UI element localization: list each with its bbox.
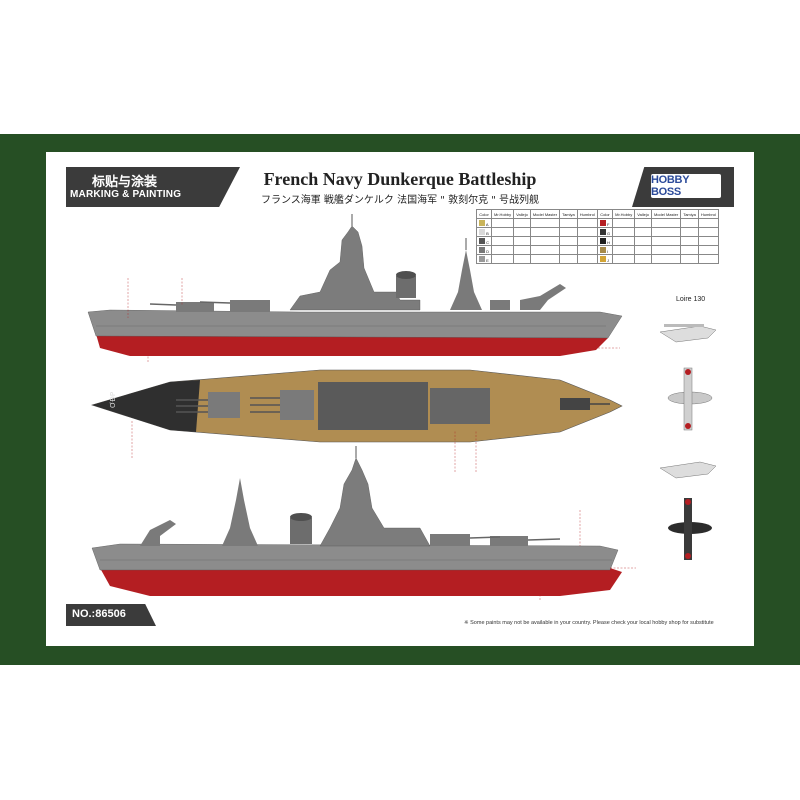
paint-value-cell: [697, 254, 719, 264]
paint-code: A: [485, 221, 489, 227]
paint-notice: ※ Some paints may not be available in yo…: [464, 620, 714, 626]
paint-row: B G: [476, 227, 719, 237]
section-title-en: MARKING & PAINTING: [70, 189, 182, 200]
paint-swatch: [479, 237, 485, 244]
turret-1-top: [176, 302, 214, 312]
model-number-banner: [66, 604, 156, 626]
paint-color-cell: J: [596, 254, 614, 264]
hull-red-bottom: [100, 568, 622, 596]
svg-text:ƠĐP: ƠĐP: [109, 392, 117, 408]
paint-code: B: [485, 230, 489, 236]
paint-code: I: [605, 248, 609, 254]
paint-code: G: [605, 230, 611, 236]
side-view-bottom: [91, 446, 622, 596]
hull-red-top: [96, 334, 608, 356]
aircraft-label: Loire 130: [676, 296, 706, 303]
side-view-top: [87, 214, 623, 356]
aircraft-side-2: [659, 461, 717, 479]
paint-value-cell: [612, 254, 636, 264]
paint-swatch: [599, 255, 606, 262]
paint-swatch: [599, 237, 606, 244]
paint-swatch: [599, 246, 606, 253]
funnel-bottom: [290, 518, 312, 544]
paint-row: E J: [476, 254, 719, 264]
paint-value-cell: [490, 254, 515, 264]
section-banner: [66, 167, 240, 207]
paint-table: Color Mr.Hobby Vallejo Model Master Tami…: [476, 209, 719, 264]
hull-grey-bottom: [91, 543, 619, 571]
paint-code: H: [605, 239, 610, 245]
paint-value-cell: [529, 254, 561, 264]
callout-lines: [127, 278, 636, 600]
paint-code: C: [485, 239, 489, 245]
funnel-top: [396, 276, 416, 298]
catapult-bottom: [140, 520, 176, 546]
paint-swatch: [479, 219, 485, 226]
catapult-top: [520, 284, 566, 310]
deck-bow: [92, 380, 200, 432]
paint-code: D: [485, 248, 489, 254]
plan-view: ƠĐP: [90, 369, 623, 443]
mast-bottom: [222, 478, 258, 546]
paint-code: F: [605, 221, 610, 227]
paint-swatch: [599, 228, 606, 235]
section-title-cn: 标贴与涂装: [92, 175, 158, 190]
turret-1-plan: [208, 392, 240, 418]
turret-1-bottom: [490, 536, 528, 546]
aft-mast-top: [450, 250, 482, 310]
paint-row: C H: [476, 236, 719, 246]
subtitle: フランス海軍 戦艦ダンケルク 法国海军 " 敦刻尔克 " 号战列舰: [260, 195, 540, 206]
superstructure-plan: [318, 382, 428, 430]
turret-2-bottom: [430, 534, 470, 546]
paint-swatch: [599, 219, 606, 226]
paint-value-cell: [650, 254, 682, 264]
aircraft-side-1: [659, 325, 717, 343]
main-title: French Navy Dunkerque Battleship: [263, 169, 537, 189]
catapult-plan: [560, 398, 590, 410]
paint-code: J: [605, 257, 609, 263]
paint-code: E: [485, 257, 489, 263]
turret-2-plan: [280, 390, 314, 420]
bridge-tower-top: [289, 225, 421, 311]
aircraft-views: [659, 324, 717, 560]
paint-swatch: [479, 246, 485, 253]
paint-swatch: [479, 228, 485, 235]
paint-row: D I: [476, 245, 719, 255]
model-number: NO.:86506: [72, 608, 126, 620]
hull-grey-top: [87, 309, 623, 339]
hobbyboss-logo: HOBBY BOSS: [651, 174, 721, 198]
paint-swatch: [479, 255, 485, 262]
bridge-tower-bottom: [319, 457, 431, 547]
turret-2-top: [230, 300, 270, 312]
